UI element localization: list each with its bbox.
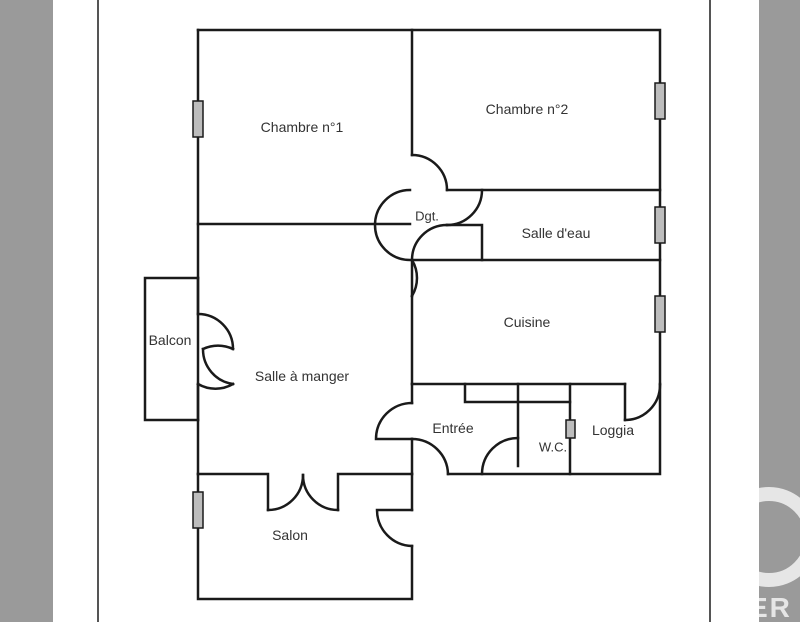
window-wc xyxy=(565,419,576,439)
watermark-logo-icon xyxy=(759,487,800,587)
room-label-cuisine: Cuisine xyxy=(503,314,551,330)
room-label-salon: Salon xyxy=(272,527,308,543)
room-label-chambre2: Chambre n°2 xyxy=(485,101,569,117)
room-label-balcon: Balcon xyxy=(148,332,192,348)
window-chambre2 xyxy=(654,82,666,120)
room-label-entree: Entrée xyxy=(432,420,474,436)
floor-plan-page xyxy=(53,0,759,622)
page-border-left xyxy=(97,0,99,622)
room-label-chambre1: Chambre n°1 xyxy=(260,119,344,135)
window-salon xyxy=(192,491,204,529)
room-label-salle-manger: Salle à manger xyxy=(254,368,350,384)
window-cuisine xyxy=(654,295,666,333)
room-label-wc: W.C. xyxy=(538,439,568,455)
page-border-right xyxy=(709,0,711,622)
watermark-text: ER xyxy=(759,592,792,622)
room-label-salle-eau: Salle d'eau xyxy=(521,225,591,241)
window-chambre1 xyxy=(192,100,204,138)
brand-watermark: ER xyxy=(759,0,800,622)
room-label-dgt: Dgt. xyxy=(415,208,439,224)
room-label-loggia: Loggia xyxy=(591,422,635,438)
window-salle-eau xyxy=(654,206,666,244)
